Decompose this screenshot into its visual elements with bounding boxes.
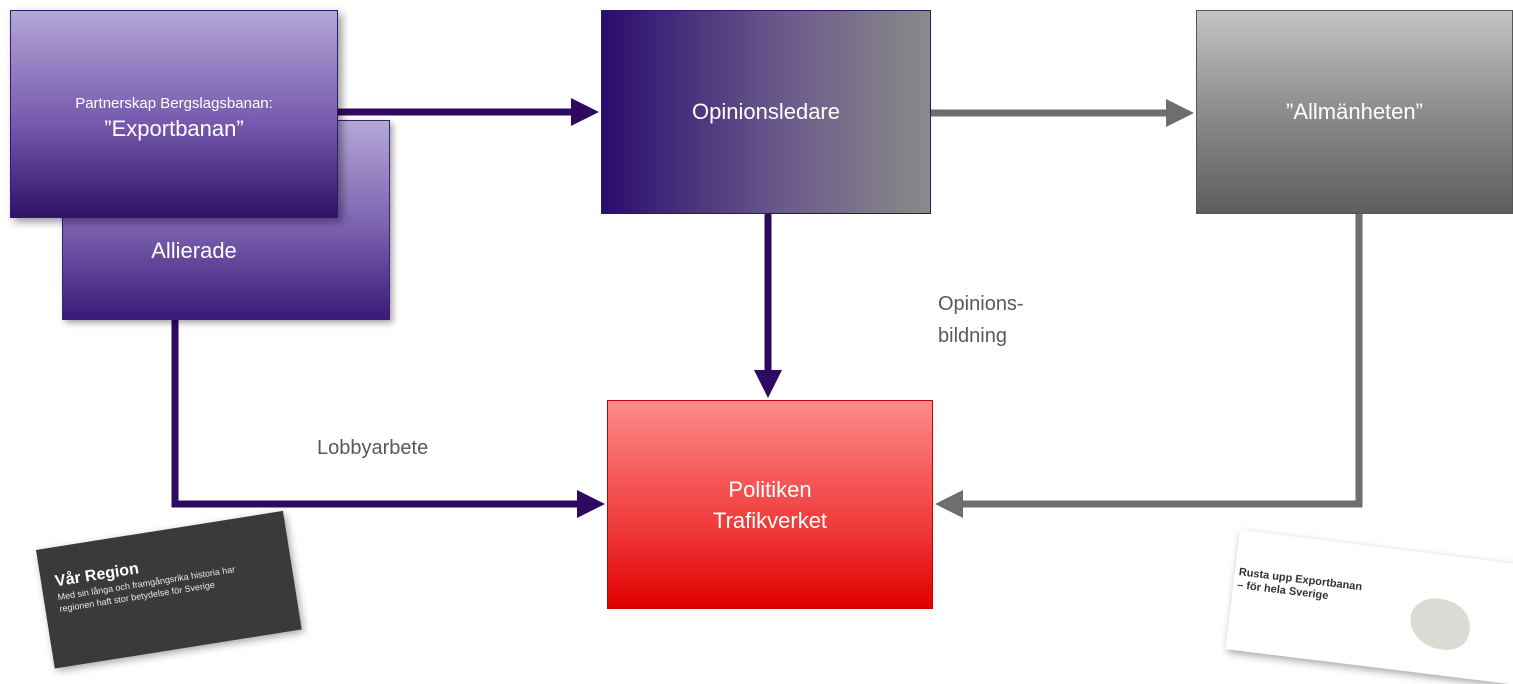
allmanheten-box: ”Allmänheten” bbox=[1196, 10, 1513, 214]
lobbyarbete-label: Lobbyarbete bbox=[317, 437, 429, 459]
politiken-box: Politiken Trafikverket bbox=[607, 400, 933, 609]
arrow-allmanheten-to-politiken bbox=[935, 214, 1363, 518]
allierade-label: Allierade bbox=[151, 238, 237, 263]
partnerskap-box: Partnerskap Bergslagsbanan: ”Exportbanan… bbox=[10, 10, 338, 218]
politiken-label: Politiken bbox=[728, 476, 812, 502]
opinionsbildning-line-1: Opinions- bbox=[938, 293, 1024, 315]
opinionsbildning-label: Opinions- bildning bbox=[938, 288, 1024, 352]
partnerskap-subtitle: Partnerskap Bergslagsbanan: bbox=[75, 94, 273, 112]
opinionsledare-box: Opinionsledare bbox=[601, 10, 931, 214]
opinionsbildning-line-2: bildning bbox=[938, 325, 1007, 347]
opinionsledare-label: Opinionsledare bbox=[692, 99, 840, 124]
allmanheten-label: ”Allmänheten” bbox=[1286, 99, 1423, 124]
trafikverket-label: Trafikverket bbox=[712, 507, 828, 533]
partnerskap-title: ”Exportbanan” bbox=[104, 115, 244, 141]
